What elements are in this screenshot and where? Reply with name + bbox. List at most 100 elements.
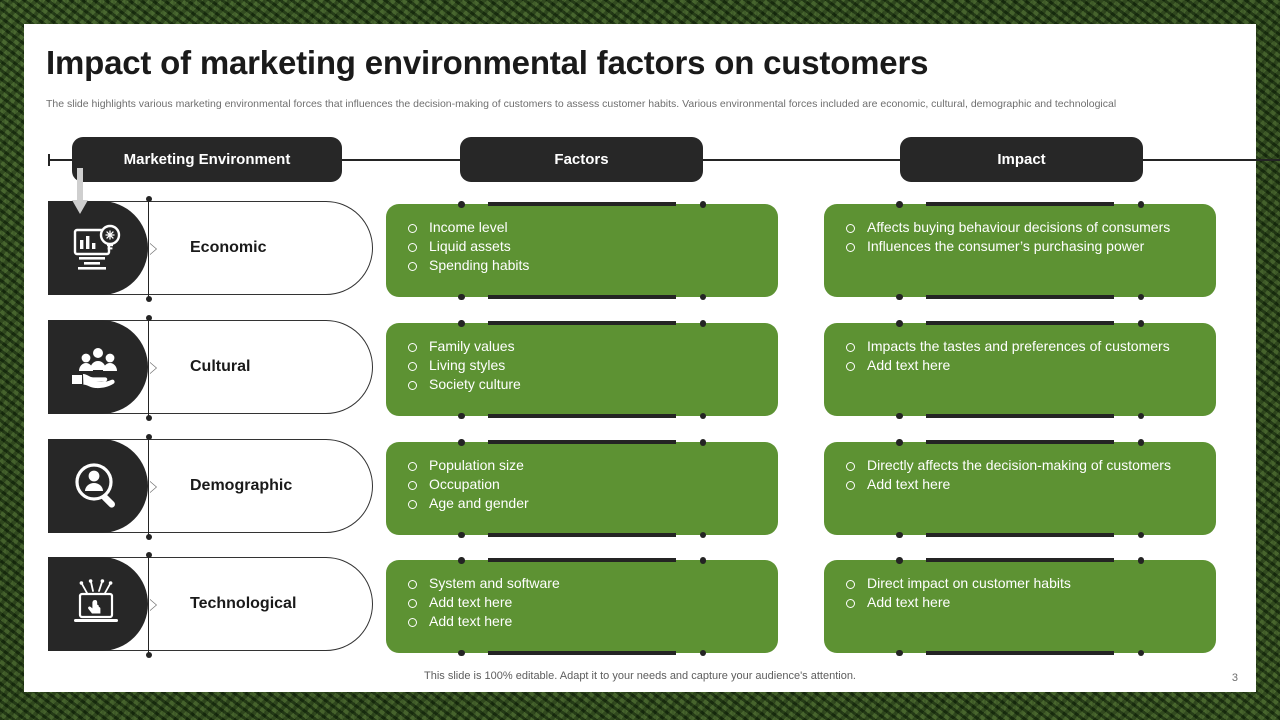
connector-knob xyxy=(699,531,706,538)
chevron-right-icon xyxy=(149,362,156,374)
impact-list: Directly affects the decision-making of … xyxy=(842,456,1198,494)
table-row: Cultural Family values Living styles Soc… xyxy=(24,315,1256,421)
impact-list: Impacts the tastes and preferences of cu… xyxy=(842,337,1198,375)
connector-knob xyxy=(896,531,903,538)
connector-knob xyxy=(699,293,706,300)
impact-box-demographic[interactable]: Directly affects the decision-making of … xyxy=(824,439,1216,538)
factors-box-cultural[interactable]: Family values Living styles Society cult… xyxy=(386,320,778,419)
list-item: Influences the consumer’s purchasing pow… xyxy=(842,237,1198,256)
factors-list: Population size Occupation Age and gende… xyxy=(404,456,760,513)
connector-knob xyxy=(896,293,903,300)
factors-box-economic[interactable]: Income level Liquid assets Spending habi… xyxy=(386,201,778,300)
connector-knob xyxy=(458,439,465,446)
connector-knob xyxy=(1137,557,1144,564)
connector-knob xyxy=(896,320,903,327)
category-label: Economic xyxy=(190,239,267,256)
connector-knob xyxy=(896,201,903,208)
chevron-right-icon xyxy=(149,599,156,611)
category-capsule-cultural[interactable]: Cultural xyxy=(48,315,373,421)
monitor-chart-lightbulb-icon xyxy=(48,201,148,295)
connector-hairline-top xyxy=(487,203,677,205)
connector-knob xyxy=(458,531,465,538)
impact-box-technological[interactable]: Direct impact on customer habits Add tex… xyxy=(824,557,1216,656)
connector-knob xyxy=(458,201,465,208)
connector-hairline-top xyxy=(925,441,1115,443)
impact-box-cultural[interactable]: Impacts the tastes and preferences of cu… xyxy=(824,320,1216,419)
category-capsule-technological[interactable]: Technological xyxy=(48,552,373,658)
page-subtitle: The slide highlights various marketing e… xyxy=(46,98,1117,110)
connector-hairline-top xyxy=(925,203,1115,205)
connector-hairline-top xyxy=(487,322,677,324)
column-header-impact[interactable]: Impact xyxy=(900,137,1143,182)
connector-hairline-bottom xyxy=(925,534,1115,536)
list-item: Society culture xyxy=(404,375,760,394)
page-number: 3 xyxy=(1231,672,1238,684)
header-spine-cap xyxy=(48,154,50,166)
connector-hairline-top xyxy=(487,559,677,561)
column-header-label: Impact xyxy=(997,151,1046,168)
column-header-marketing-environment[interactable]: Marketing Environment xyxy=(72,137,342,182)
table-row: Demographic Population size Occupation A… xyxy=(24,434,1256,540)
list-item: Direct impact on customer habits xyxy=(842,574,1198,593)
connector-knob xyxy=(458,557,465,564)
list-item: Liquid assets xyxy=(404,237,760,256)
list-item: Add text here xyxy=(404,612,760,631)
connector-hairline-bottom xyxy=(487,296,677,298)
table-row: Economic Income level Liquid assets Spen… xyxy=(24,196,1256,302)
chevron-right-icon xyxy=(149,481,156,493)
connector-knob xyxy=(458,649,465,656)
factors-list: System and software Add text here Add te… xyxy=(404,574,760,631)
connector-knob xyxy=(1137,412,1144,419)
factors-box-demographic[interactable]: Population size Occupation Age and gende… xyxy=(386,439,778,538)
list-item: Add text here xyxy=(842,475,1198,494)
connector-knob xyxy=(699,412,706,419)
slide-canvas: Impact of marketing environmental factor… xyxy=(24,24,1280,692)
category-capsule-economic[interactable]: Economic xyxy=(48,196,373,302)
connector-hairline-bottom xyxy=(925,652,1115,654)
list-item: Occupation xyxy=(404,475,760,494)
footer-note: This slide is 100% editable. Adapt it to… xyxy=(424,670,856,682)
list-item: Impacts the tastes and preferences of cu… xyxy=(842,337,1198,356)
connector-hairline-bottom xyxy=(487,652,677,654)
category-divider xyxy=(144,315,154,421)
connector-knob xyxy=(458,293,465,300)
list-item: Population size xyxy=(404,456,760,475)
connector-knob xyxy=(458,412,465,419)
impact-list: Direct impact on customer habits Add tex… xyxy=(842,574,1198,612)
connector-knob xyxy=(1137,320,1144,327)
list-item: Living styles xyxy=(404,356,760,375)
category-divider xyxy=(144,552,154,658)
category-label: Demographic xyxy=(190,477,293,494)
connector-knob xyxy=(1137,531,1144,538)
connector-knob xyxy=(1137,201,1144,208)
list-item: Add text here xyxy=(842,593,1198,612)
impact-list: Affects buying behaviour decisions of co… xyxy=(842,218,1198,256)
list-item: Affects buying behaviour decisions of co… xyxy=(842,218,1198,237)
connector-knob xyxy=(1137,293,1144,300)
connector-knob xyxy=(896,412,903,419)
factors-box-technological[interactable]: System and software Add text here Add te… xyxy=(386,557,778,656)
column-header-label: Factors xyxy=(554,151,609,168)
connector-knob xyxy=(1137,439,1144,446)
column-header-factors[interactable]: Factors xyxy=(460,137,703,182)
connector-knob xyxy=(699,649,706,656)
column-header-label: Marketing Environment xyxy=(123,151,291,168)
list-item: Add text here xyxy=(842,356,1198,375)
category-divider xyxy=(144,434,154,540)
down-arrow-icon xyxy=(72,168,88,214)
connector-hairline-bottom xyxy=(487,415,677,417)
list-item: Directly affects the decision-making of … xyxy=(842,456,1198,475)
connector-knob xyxy=(458,320,465,327)
factors-list: Income level Liquid assets Spending habi… xyxy=(404,218,760,275)
chevron-right-icon xyxy=(149,243,156,255)
list-item: Income level xyxy=(404,218,760,237)
list-item: Family values xyxy=(404,337,760,356)
category-capsule-demographic[interactable]: Demographic xyxy=(48,434,373,540)
connector-knob xyxy=(1137,649,1144,656)
category-label: Cultural xyxy=(190,358,251,375)
hand-holding-people-icon xyxy=(48,320,148,414)
list-item: Age and gender xyxy=(404,494,760,513)
impact-box-economic[interactable]: Affects buying behaviour decisions of co… xyxy=(824,201,1216,300)
connector-knob xyxy=(699,557,706,564)
connector-knob xyxy=(699,201,706,208)
